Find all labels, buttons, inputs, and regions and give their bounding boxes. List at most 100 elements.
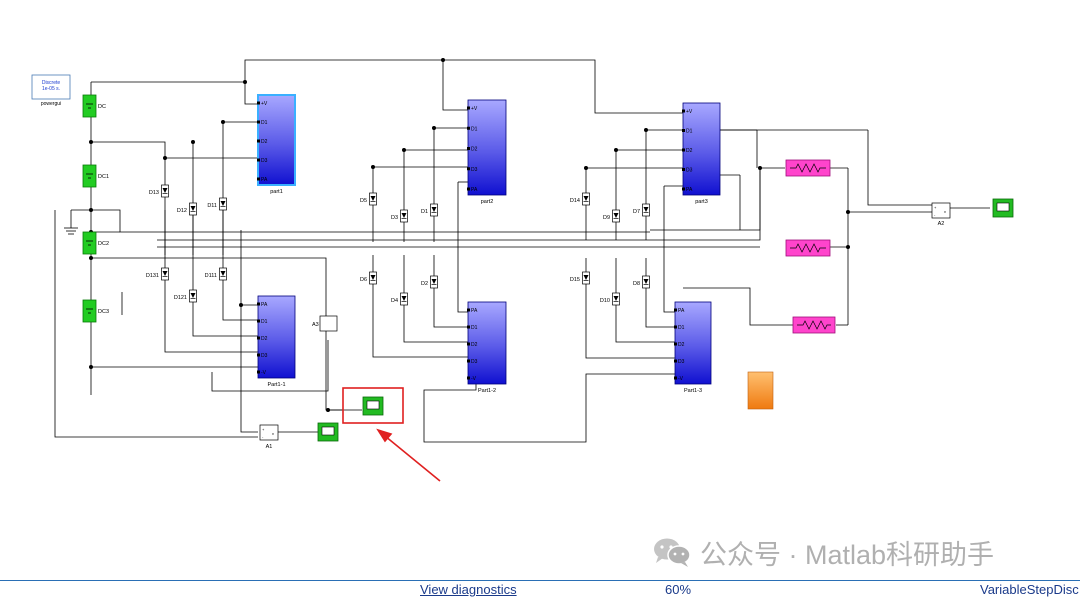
port-marker [467,376,470,380]
diode-icon [643,279,649,284]
junction-dot [162,155,167,160]
port-label: PA [678,308,685,314]
port-label: -V [261,370,267,376]
junction-dot [846,209,851,214]
diode-label: D6 [360,277,367,283]
terminal-minus-label: - [934,212,936,217]
port-marker [467,342,470,346]
meter-label-a1: A1 [266,444,273,450]
scope-screen-icon [996,202,1010,212]
port-label: +V [261,101,268,107]
dc-source-block[interactable] [82,299,97,323]
subsystem-block[interactable] [674,301,712,385]
powergui-line1: Discrete [42,80,61,86]
port-label: +V [471,106,478,112]
diode-label: D7 [633,209,640,215]
dc-source-label: DC3 [98,309,109,315]
port-marker [467,126,470,130]
powergui-label: powergui [41,101,61,107]
diode-label: D14 [570,198,580,204]
port-label: -V [471,376,477,382]
ground-symbol [64,210,78,235]
port-marker [257,319,260,323]
voltage-meter-a3[interactable] [319,315,338,332]
port-marker [257,120,260,124]
junction-dot [431,126,436,131]
subsystem-label: part3 [695,199,708,205]
port-marker [467,308,470,312]
highlight-box [342,387,404,424]
powergui-block[interactable] [31,74,71,100]
diode-label: D2 [421,281,428,287]
port-marker [257,370,260,374]
port-label: PA [471,187,478,193]
diode-icon [583,275,589,280]
port-marker [257,336,260,340]
diode-icon [431,207,437,212]
voltage-output-label: v [272,431,274,436]
port-label: D1 [471,126,478,132]
junction-dot [190,139,195,144]
terminal-minus-label: - [262,434,264,439]
diode-label: D5 [360,198,367,204]
port-label: -V [678,376,684,382]
port-marker [674,359,677,363]
diode-label: D11 [207,203,217,209]
watermark-text: 公众号 · Matlab科研助手 [700,539,995,570]
dc-source-block[interactable] [82,164,97,188]
view-diagnostics-link[interactable]: View diagnostics [420,582,517,597]
port-label: PA [261,177,268,183]
junction-dot [614,147,619,152]
zoom-level: 60% [665,582,692,597]
voltage-meter-a1[interactable] [259,424,279,441]
solver-name[interactable]: VariableStepDisc [980,582,1079,597]
meter-label-a3: A3 [312,322,319,328]
junction-dot [220,120,225,125]
subsystem-label: part1 [270,189,283,195]
diode-icon [220,201,226,206]
dc-source-block[interactable] [82,94,97,118]
dc-source-label: DC2 [98,241,109,247]
junction-dot [644,127,649,132]
voltage-meter-a2[interactable] [931,202,951,219]
port-label: +V [686,109,693,115]
diode-label: D111 [205,273,217,279]
diode-icon [162,188,168,193]
junction-dot [89,364,94,369]
port-label: D3 [678,359,685,365]
port-label: D3 [261,158,268,164]
diode-label: D8 [633,281,640,287]
junction-dot [89,139,94,144]
dc-source-block[interactable] [82,231,97,255]
port-marker [467,359,470,363]
port-marker [257,139,260,143]
diode-icon [583,196,589,201]
subsystem-block[interactable] [257,295,296,379]
diode-label: D15 [570,277,580,283]
port-label: D2 [261,336,268,342]
port-label: D3 [471,359,478,365]
port-marker [674,376,677,380]
diode-icon [370,275,376,280]
diode-label: D131 [146,273,159,279]
port-marker [674,308,677,312]
port-marker [682,148,685,152]
junction-dot [242,80,247,85]
junction-dot [238,302,243,307]
subsystem-label: Part1-1 [267,382,285,388]
subsystem-block[interactable] [257,94,296,186]
port-label: D1 [678,325,685,331]
constant-block[interactable] [747,371,774,410]
rlc-load-block[interactable] [792,316,836,334]
subsystem-block[interactable] [682,102,721,196]
diode-icon [643,207,649,212]
status-bar: View diagnostics 60% VariableStepDisc [0,580,1080,597]
port-marker [257,158,260,162]
diode-icon [431,279,437,284]
diode-icon [190,293,196,298]
diode-label: D13 [149,190,159,196]
subsystem-block[interactable] [467,301,507,385]
port-label: D2 [261,139,268,145]
port-label: D2 [686,148,693,154]
